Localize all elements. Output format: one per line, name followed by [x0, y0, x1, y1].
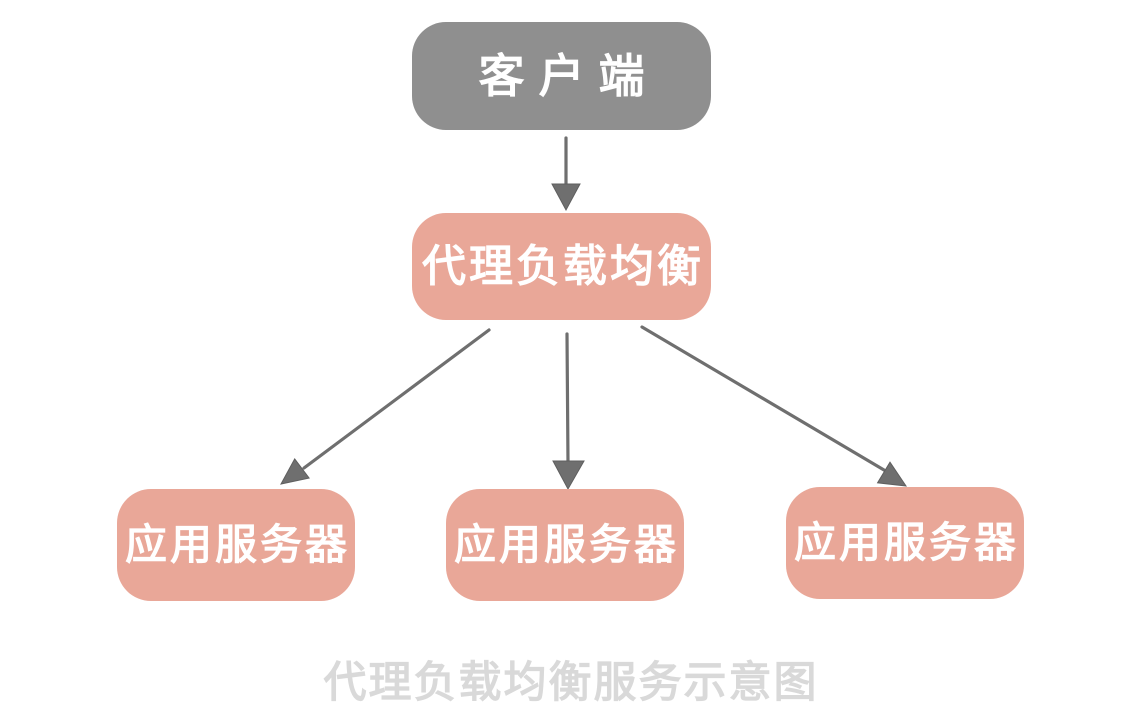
- node-proxy-label: 代理负载均衡: [422, 240, 704, 292]
- edge-proxy-to-server-2: [552, 332, 585, 491]
- node-app-server-2: 应用服务器: [446, 489, 684, 601]
- edge-proxy-to-server-1: [280, 328, 491, 485]
- node-app-server-2-label: 应用服务器: [453, 520, 679, 569]
- diagram-caption: 代理负载均衡服务示意图: [323, 658, 819, 708]
- node-client: 客户端: [412, 22, 711, 130]
- node-client-label: 客户端: [478, 49, 659, 103]
- node-proxy-load-balancer: 代理负载均衡: [412, 213, 711, 320]
- node-app-server-3-label: 应用服务器: [793, 518, 1019, 567]
- node-app-server-3: 应用服务器: [786, 487, 1024, 599]
- edge-proxy-to-server-3: [640, 325, 908, 487]
- node-app-server-1: 应用服务器: [117, 489, 355, 601]
- node-app-server-1-label: 应用服务器: [124, 520, 350, 569]
- edge-client-to-proxy: [551, 136, 581, 212]
